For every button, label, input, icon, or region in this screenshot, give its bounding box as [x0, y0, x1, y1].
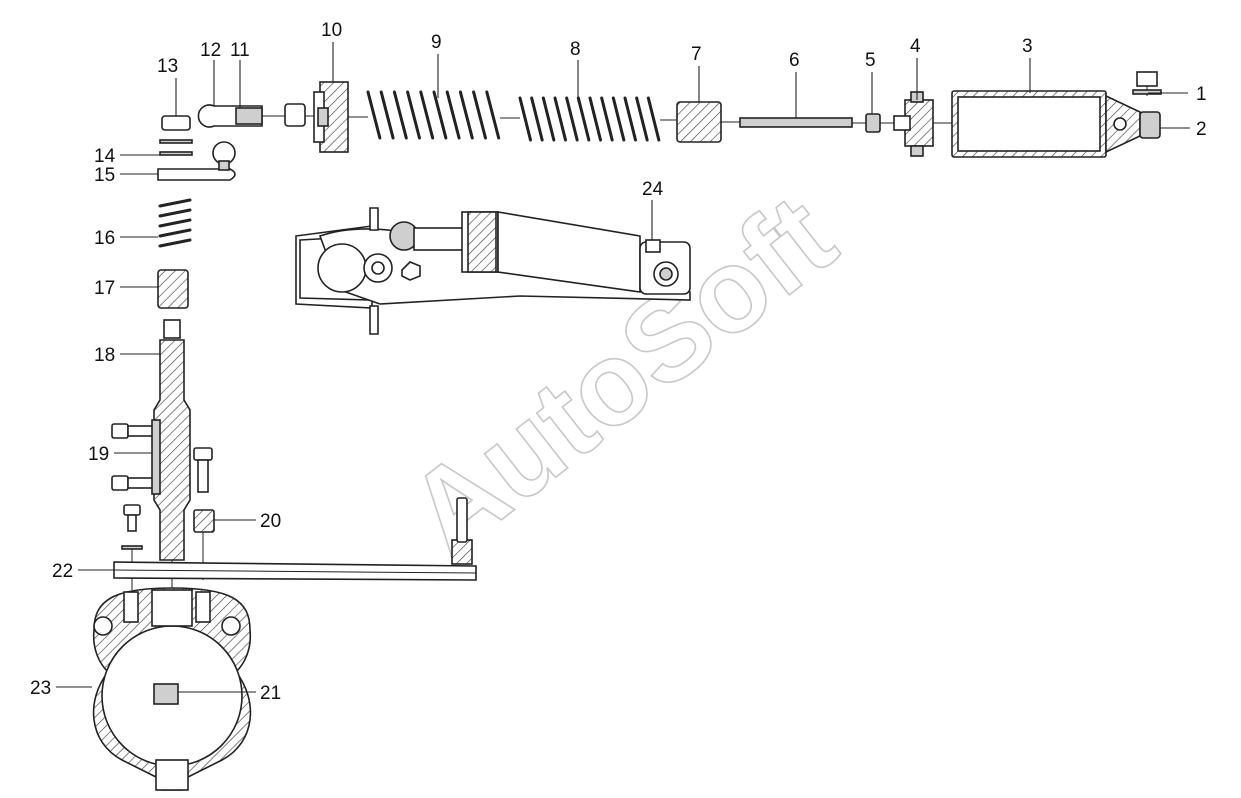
callout-2: 2 — [1196, 119, 1207, 140]
spring-9-coil — [445, 90, 461, 140]
spring-8-coil — [623, 96, 637, 142]
part-10-cup — [313, 81, 368, 153]
callout-labels: 1 2 3 4 5 6 7 8 9 10 11 12 13 14 15 16 1… — [30, 20, 1207, 704]
callout-3: 3 — [1022, 36, 1033, 57]
part-6-rod — [739, 117, 866, 128]
callout-20: 20 — [260, 511, 281, 532]
callout-21: 21 — [260, 683, 281, 704]
callout-18: 18 — [94, 345, 115, 366]
spring-8-coil — [600, 96, 614, 142]
spring-8-coil — [611, 96, 626, 142]
part-19-clamp-bolts — [111, 419, 213, 495]
callout-7: 7 — [691, 44, 702, 65]
spring-9-coil — [406, 90, 421, 140]
spring-9-coil — [366, 90, 382, 140]
assembled-view — [295, 207, 691, 335]
callout-16: 16 — [94, 228, 115, 249]
spring-8-coil — [553, 96, 567, 142]
part-16-spring — [158, 198, 192, 248]
part-22-arm — [113, 497, 477, 581]
part-5-nut — [865, 113, 894, 133]
callout-1: 1 — [1196, 84, 1207, 105]
part-17-sleeve — [157, 269, 189, 309]
callout-11: 11 — [230, 40, 250, 61]
spring-16-coil — [158, 198, 192, 208]
part-3-cylinder — [951, 90, 1141, 158]
callout-19: 19 — [88, 444, 109, 465]
callout-24: 24 — [642, 179, 664, 200]
callout-13: 13 — [157, 56, 178, 77]
part-14-washers — [159, 139, 193, 156]
callout-23: 23 — [30, 678, 51, 699]
spring-8-coil — [646, 96, 661, 142]
callout-15: 15 — [94, 165, 115, 186]
callout-8: 8 — [570, 39, 581, 60]
part-4-fork — [893, 91, 952, 157]
spring-8-coil — [530, 96, 544, 142]
leader-lines — [56, 42, 1190, 693]
spring-9-coil — [419, 90, 435, 140]
spring-16-coil — [158, 238, 192, 248]
part-13-nut — [161, 115, 191, 131]
callout-22: 22 — [52, 561, 73, 582]
small-bolt — [121, 504, 143, 590]
part-2-eye — [1139, 111, 1161, 139]
callout-17: 17 — [94, 278, 115, 299]
spring-16-coil — [158, 218, 192, 228]
spring-9-coil — [458, 90, 474, 140]
part-21-key — [153, 683, 179, 705]
spring-9-coil — [379, 90, 395, 140]
callout-6: 6 — [789, 50, 800, 71]
spring-9-coil — [432, 90, 448, 140]
spring-8-coil — [635, 96, 649, 142]
callout-10: 10 — [321, 20, 342, 41]
spring-9-coil — [472, 90, 487, 140]
spring-9-coil — [392, 90, 408, 140]
part-9-spring — [366, 90, 520, 140]
part-20-nut — [193, 509, 215, 580]
spring-8-coil — [565, 96, 579, 142]
spring-8-coil — [518, 96, 532, 142]
spring-9-coil — [485, 90, 501, 140]
callout-12: 12 — [200, 40, 221, 61]
callout-14: 14 — [94, 146, 116, 167]
part-15-lever — [157, 141, 236, 181]
part-11-12-ball-joint — [197, 103, 314, 128]
callout-9: 9 — [431, 32, 442, 53]
spring-8-coil — [588, 96, 602, 142]
callout-5: 5 — [865, 50, 876, 71]
part-1-bolt — [1132, 71, 1162, 96]
part-8-spring — [518, 96, 677, 142]
part-7-bushing — [676, 101, 740, 143]
spring-8-coil — [576, 96, 591, 142]
spring-16-coil — [158, 228, 192, 238]
callout-4: 4 — [910, 36, 921, 57]
spring-8-coil — [541, 96, 556, 142]
spring-16-coil — [158, 208, 192, 218]
